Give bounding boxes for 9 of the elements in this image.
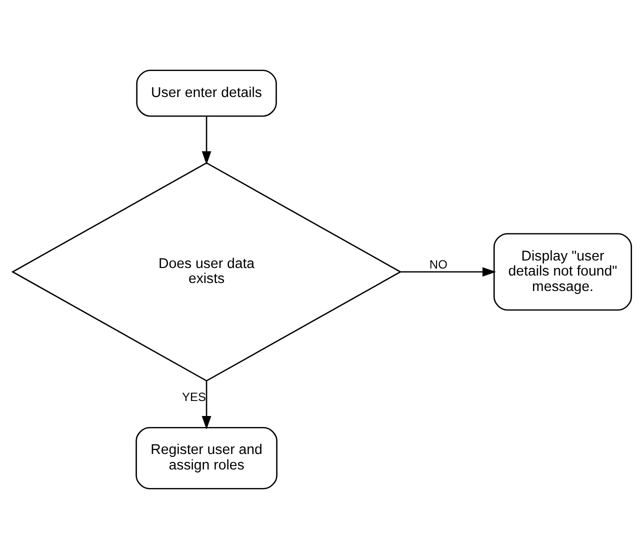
arrow (202, 380, 212, 430)
node-diamond: Does user data exists (11, 162, 402, 382)
node-box: Display "user details not found" message. (493, 232, 632, 310)
edge-label: YES (182, 389, 206, 404)
edge-label: NO (429, 256, 448, 271)
node-box: User enter details (136, 69, 277, 116)
arrow (202, 116, 212, 164)
arrow (400, 266, 496, 276)
node-box: Register user and assign roles (136, 426, 278, 489)
